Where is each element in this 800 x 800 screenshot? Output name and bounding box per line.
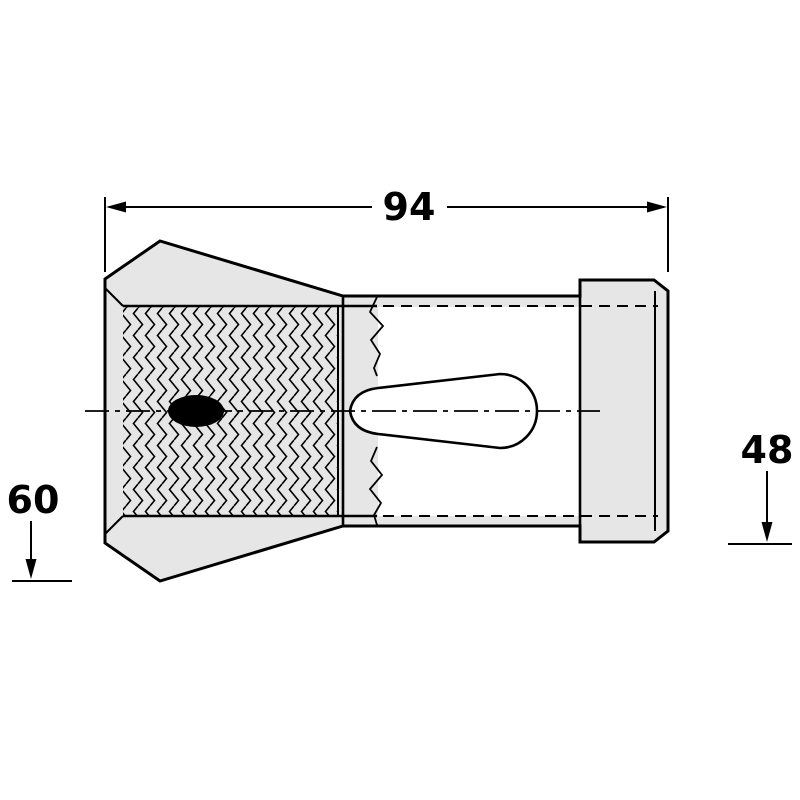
dimension-front-diameter: 60 — [7, 478, 72, 582]
bore-chamfer-top — [104, 287, 124, 307]
dim-94-arrow-left-icon — [106, 201, 126, 213]
dim-94-arrow-right-icon — [647, 201, 667, 213]
dimension-48-label: 48 — [741, 428, 794, 472]
break-line-top — [368, 296, 385, 377]
dimension-94-label: 94 — [383, 185, 436, 229]
dim-48-arrow-down-icon — [761, 522, 773, 542]
break-line-bottom — [368, 446, 384, 526]
dimension-60-label: 60 — [7, 478, 60, 522]
bore-chamfer-bottom — [104, 515, 124, 535]
dim-60-arrow-down-icon — [25, 559, 37, 579]
pin-hole-section — [168, 395, 224, 427]
dimension-rear-diameter: 48 — [728, 428, 794, 545]
collet-part — [85, 239, 670, 583]
dimension-overall-length: 94 — [104, 185, 669, 272]
